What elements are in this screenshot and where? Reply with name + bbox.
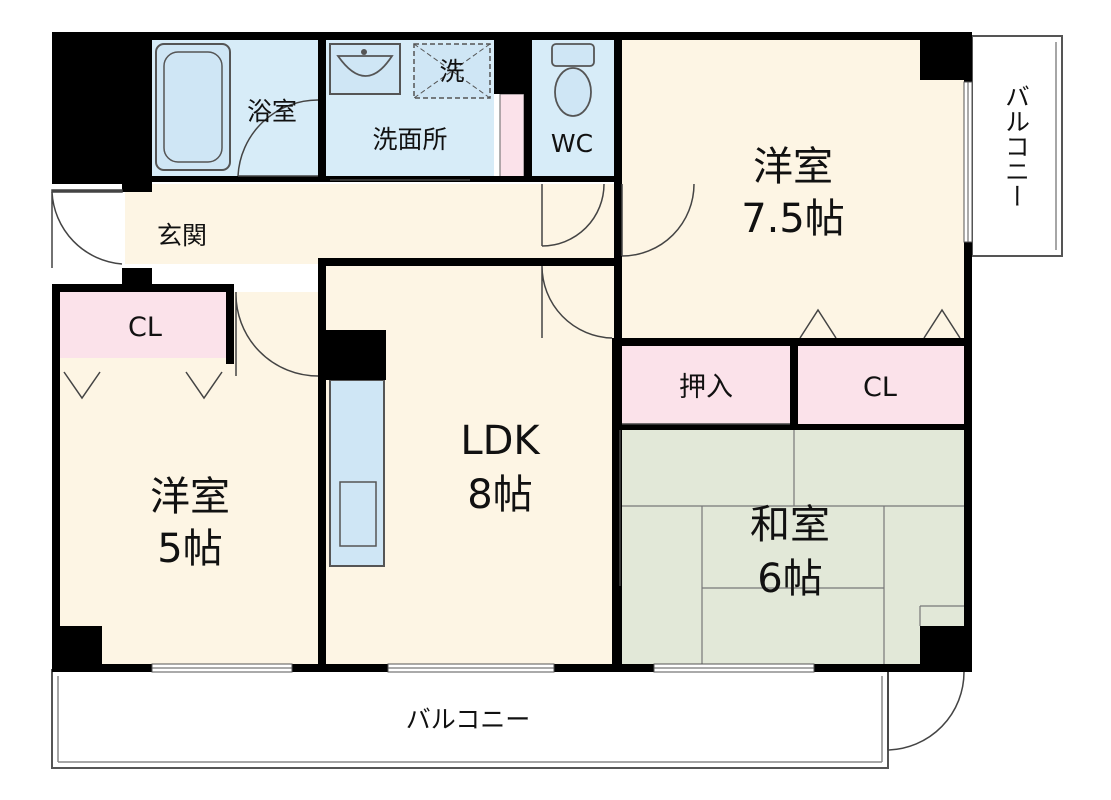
corridor-floor xyxy=(125,184,620,264)
oshiire-label: 押入 xyxy=(679,372,733,403)
sink-basin xyxy=(336,55,394,77)
tatami-lines xyxy=(622,430,964,668)
kitchen-sink xyxy=(339,481,377,547)
entrance-label: 玄関 xyxy=(157,221,207,250)
balcony-east-area xyxy=(971,35,1063,257)
bathtub-inner xyxy=(163,51,223,163)
closet-door-marks xyxy=(63,308,961,400)
ldk-size: 8帖 xyxy=(467,472,532,518)
balcony-east-label: バルコニー xyxy=(1002,84,1031,209)
closet-right-floor xyxy=(798,346,964,426)
japanese-room-floor xyxy=(622,430,964,668)
western-small-size: 5帖 xyxy=(157,526,222,572)
faucet xyxy=(361,49,367,55)
toilet-bowl xyxy=(554,67,592,117)
western-large-size: 7.5帖 xyxy=(741,196,845,242)
balcony-south-area xyxy=(51,669,889,769)
kitchen-counter xyxy=(329,379,385,567)
japanese-name: 和室 xyxy=(750,502,830,548)
toilet-tank xyxy=(551,43,595,67)
closet-left-floor xyxy=(60,292,230,358)
washer-space xyxy=(413,43,491,99)
washroom-label: 洗面所 xyxy=(372,125,447,154)
bathtub xyxy=(155,43,231,171)
balcony-south-label: バルコニー xyxy=(406,705,531,734)
japanese-size: 6帖 xyxy=(757,556,822,602)
bath-label: 浴室 xyxy=(247,97,297,126)
closet-right-label: CL xyxy=(863,372,897,403)
wc-label: WC xyxy=(551,129,593,158)
western-small-name: 洋室 xyxy=(150,474,230,520)
closet-left-label: CL xyxy=(128,312,162,343)
washer-label: 洗 xyxy=(439,57,464,86)
door-swings xyxy=(51,99,965,751)
windows xyxy=(151,81,973,673)
oshiire-floor xyxy=(622,346,792,426)
western-large-name: 洋室 xyxy=(753,144,833,190)
western-room-large-floor xyxy=(622,40,964,340)
ldk-name: LDK xyxy=(460,418,541,464)
storage-floor xyxy=(499,93,525,179)
